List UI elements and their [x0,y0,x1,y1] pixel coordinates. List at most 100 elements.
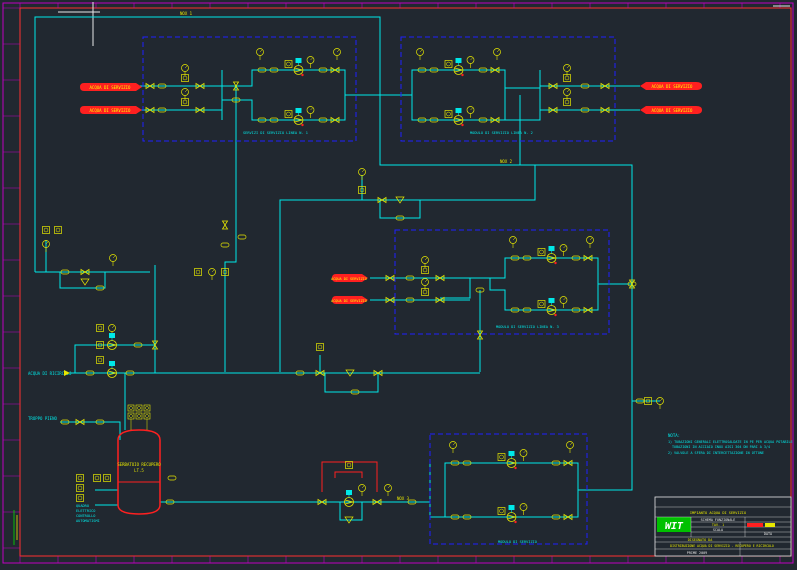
gauge-icon [109,254,117,266]
instrument-group [127,404,151,430]
svg-text:ACQUA DI SERVIZIO: ACQUA DI SERVIZIO [90,85,132,90]
fitting-icon [417,67,427,73]
source-tag-mid-1: ACQUA DI SERVIZIO [331,274,368,282]
pipe-top-header [34,16,633,491]
source-tag-left-1: ACQUA DI SERVIZIO [80,83,142,91]
fitting-icon [405,297,415,303]
fitting-icon [165,499,175,505]
pump-icon [344,490,354,507]
instrument-box-icon [93,474,101,482]
loop-label-1: SERVIZI DI SERVIZIO LINEA N. 1 [243,131,308,135]
instrument-box-icon [54,226,62,234]
instrument-box-icon [497,507,506,515]
gauge-icon [656,397,664,409]
fitting-icon [417,117,427,123]
gauge-icon [306,56,315,68]
logo-text: WIT [665,521,684,532]
valve-icon [435,274,445,282]
svg-text:DISTRIBUZIONE ACQUA DI SERVIZI: DISTRIBUZIONE ACQUA DI SERVIZIO - RECUPE… [670,544,774,548]
gauge-icon [358,168,366,180]
valve-icon [548,106,558,114]
flow-marker [461,73,464,77]
instrument-box-icon [96,324,104,332]
gauge-icon [358,484,366,496]
fitting-icon [522,255,532,261]
loop-boxes [142,36,616,545]
gauge-icon [384,484,392,496]
gauge-icon [181,88,189,100]
pipe-bypass [379,200,421,219]
valve-icon [317,498,327,506]
panel-label-3: CONTROLLO [76,514,95,518]
svg-text:SCHEMA FUNZIONALE: SCHEMA FUNZIONALE [701,518,736,522]
svg-text:ACQUA DI SERVIZIO: ACQUA DI SERVIZIO [90,108,132,113]
strainer-icon [344,516,354,524]
flow-marker [301,123,304,127]
svg-text:ACQUA DI SERVIZIO: ACQUA DI SERVIZIO [652,84,694,89]
gauge-icon [421,256,429,268]
tank-instrument-icon [143,404,151,412]
valve-icon [385,274,395,282]
valve-icon [195,82,205,90]
pipe [370,277,471,299]
fitting-icon [95,285,105,291]
loop-label-2: MODULO DI SERVIZIO LINEA N. 2 [470,131,533,135]
pipe-mid [279,165,536,372]
fitting-icon [395,215,405,221]
fitting-icon [450,460,460,466]
fitting-icon [510,307,520,313]
inlet-arrow [64,370,70,376]
valve-icon [195,106,205,114]
label-water-inlet: ACQUA DI RICIRCOLO [28,371,72,376]
valve-icon [80,268,90,276]
fitting-icon [167,475,177,481]
instrument-box-icon [96,356,104,364]
panel-label-2: ELETTRICO [76,509,95,513]
gauge-icon [519,449,528,461]
fitting-icon [318,67,328,73]
flow-marker [514,520,517,524]
panel-label-4: AUTOMATISMI [76,519,100,523]
strainer-icon [80,278,90,286]
tank-instrument-icon [143,412,151,420]
inner-frame [19,7,792,557]
fitting-icon [462,460,472,466]
pump-icon [107,361,117,378]
fitting-icon [407,499,417,505]
valve-icon [600,82,610,90]
flow-marker [554,261,557,265]
fitting-icon [133,342,143,348]
svg-text:ACQUA DI SERVIZIO: ACQUA DI SERVIZIO [331,299,367,303]
instrument-box-icon [221,268,229,276]
instrument-box-icon [76,494,84,502]
tank-instrument-icon [127,412,135,420]
label-overflow: TROPPO PIENO [28,416,57,421]
recovery-tank: SERBATOIO RECUPERO LT.5 [117,429,161,515]
valve-icon [145,82,155,90]
fitting-icon [635,398,645,404]
fitting-icon [475,287,485,293]
red-pipe [321,461,378,492]
flow-marker [514,466,517,470]
valve-icon [600,106,610,114]
gauge-icon [519,503,528,515]
gauge-icon [421,278,429,290]
gauge-icon [256,48,264,60]
gauge-icon [306,106,315,118]
instrument-box-icon [284,110,293,118]
gauge-icon [563,64,571,76]
fitting-icon [478,67,488,73]
tank-subtitle: LT.5 [134,468,144,473]
instrument-box-icon [76,474,84,482]
tank-instrument-icon [135,404,143,412]
notes-block: NOTA: 1) TUBAZIONI GENERALI ELETTROSALDA… [668,433,793,455]
pipe-label-bottom: NOX 3 [397,496,410,501]
pipe-pump-left [74,344,156,373]
fitting-icon [462,514,472,520]
pump-icon [546,246,557,263]
svg-text:IMPIANTO ACQUA DI SERVIZIO: IMPIANTO ACQUA DI SERVIZIO [690,511,746,515]
fitting-icon [157,83,167,89]
valve-icon [583,254,593,262]
panel-label-1: QUADRO [76,504,89,508]
gauge-icon [509,236,517,248]
